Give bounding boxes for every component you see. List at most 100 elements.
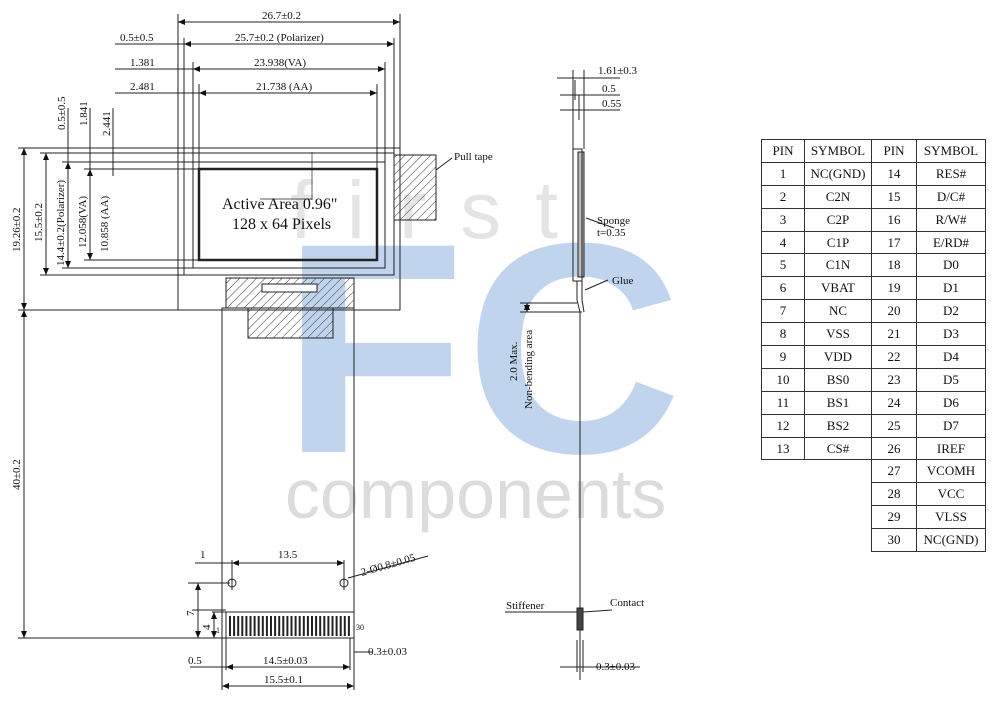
pin-symbol: VCC [916, 482, 986, 507]
pull-tape-label: Pull tape [454, 151, 493, 163]
pin-number: 28 [871, 482, 917, 507]
pin-symbol: NC(GND) [804, 161, 872, 186]
pin-symbol: VDD [804, 345, 872, 369]
pin-symbol: VBAT [804, 276, 872, 301]
dim-hole-offset: 1 [200, 549, 206, 561]
dim-width-total: 26.7±0.2 [262, 10, 301, 22]
pad-lines [229, 616, 350, 636]
dim-height-glass: 15.5±0.2 [33, 203, 45, 242]
pin-first-label: 1 [216, 626, 220, 635]
watermark-logo: FC [282, 180, 682, 516]
pin-number: 10 [761, 367, 805, 392]
header-pin: PIN [761, 139, 805, 163]
empty-cell [762, 483, 872, 506]
dim-pad-pitch: 0.3±0.03 [368, 646, 408, 658]
glue-label: Glue [612, 275, 634, 287]
pin-number: 3 [761, 207, 805, 232]
pin-number: 22 [871, 345, 917, 369]
pin-number: 30 [871, 528, 917, 553]
pin-number: 1 [761, 161, 805, 186]
dim-pad-offset-7: 7 [185, 610, 197, 616]
dim-hole-spacing: 13.5 [278, 549, 298, 561]
pin-number: 26 [871, 436, 917, 461]
pin-number: 13 [761, 436, 805, 461]
pin-number: 25 [871, 413, 917, 438]
empty-cell [762, 529, 872, 552]
header-symbol: SYMBOL [804, 139, 872, 163]
dim-height-total: 19.26±0.2 [11, 207, 23, 252]
header-pin-2: PIN [871, 139, 917, 163]
sponge-thickness: t=0.35 [597, 227, 626, 239]
fpc-top-hatch [225, 277, 355, 309]
pin-number: 9 [761, 345, 805, 369]
dim-t1: 0.5 [602, 83, 616, 95]
contact-pads [225, 611, 355, 639]
dim-offset-polarizer: 0.5±0.5 [120, 32, 154, 44]
nonbend-max: 2.0 Max. [508, 341, 520, 381]
dim-bottom-offset: 0.5 [188, 655, 202, 667]
dim-pad-offset-4: 4 [201, 624, 213, 630]
pin-symbol: D6 [916, 390, 986, 415]
active-area-title: Active Area 0.96" [222, 196, 337, 213]
nonbend-area: Non-bending area [523, 330, 535, 409]
front-view-labels: 26.7±0.2 25.7±0.2 (Polarizer) 23.938(VA)… [11, 10, 493, 686]
pin-symbol: BS2 [804, 413, 872, 438]
dim-thickness: 1.61±0.3 [598, 65, 638, 77]
pin-number: 15 [871, 184, 917, 209]
pin-number: 19 [871, 276, 917, 301]
pin-symbol: D2 [916, 299, 986, 324]
pin-symbol: VLSS [916, 505, 986, 530]
pull-tape [393, 154, 437, 221]
pin-last-label: 30 [356, 623, 364, 632]
dim-v-offset-polarizer: 0.5±0.5 [56, 96, 68, 130]
pin-number: 11 [761, 390, 805, 415]
fpc-neck-hatch [247, 307, 334, 339]
pin-symbol: C2N [804, 184, 872, 209]
pin-number: 12 [761, 413, 805, 438]
pin-symbol: D4 [916, 345, 986, 369]
pin-symbol: C1N [804, 253, 872, 278]
contact-label: Contact [610, 597, 644, 609]
watermark: first FC components [282, 165, 682, 533]
empty-cell [762, 460, 872, 483]
dim-v-offset-va: 1.841 [78, 101, 90, 126]
dim-v-offset-aa: 2.441 [101, 111, 113, 136]
pin-symbol: VSS [804, 322, 872, 347]
dim-hole-diameter: 2-Ø0.8±0.05 [360, 552, 418, 579]
pin-number: 20 [871, 299, 917, 324]
dim-polarizer-width: 25.7±0.2 (Polarizer) [235, 32, 324, 44]
side-sponge [577, 151, 585, 278]
pin-number: 5 [761, 253, 805, 278]
pin-symbol: RES# [916, 161, 986, 186]
dim-height-polarizer: 14.4±0.2(Polarizer) [55, 180, 67, 266]
pin-number: 23 [871, 367, 917, 392]
pin-number: 18 [871, 253, 917, 278]
pin-number: 4 [761, 230, 805, 255]
dim-va-width: 23.938(VA) [254, 57, 306, 69]
pin-symbol: C2P [804, 207, 872, 232]
pin-symbol: CS# [804, 436, 872, 461]
pin-symbol: IREF [916, 436, 986, 461]
pin-symbol: BS0 [804, 367, 872, 392]
pin-number: 17 [871, 230, 917, 255]
pin-symbol: D0 [916, 253, 986, 278]
pin-number: 6 [761, 276, 805, 301]
dim-contact-thickness: 0.3±0.03 [596, 661, 636, 673]
dim-offset-aa: 2.481 [130, 81, 155, 93]
pin-symbol: D1 [916, 276, 986, 301]
empty-cell [762, 506, 872, 529]
aa-outline [197, 167, 379, 262]
pin-symbol: NC(GND) [916, 528, 986, 553]
dim-fpc-length: 40±0.2 [11, 459, 23, 490]
